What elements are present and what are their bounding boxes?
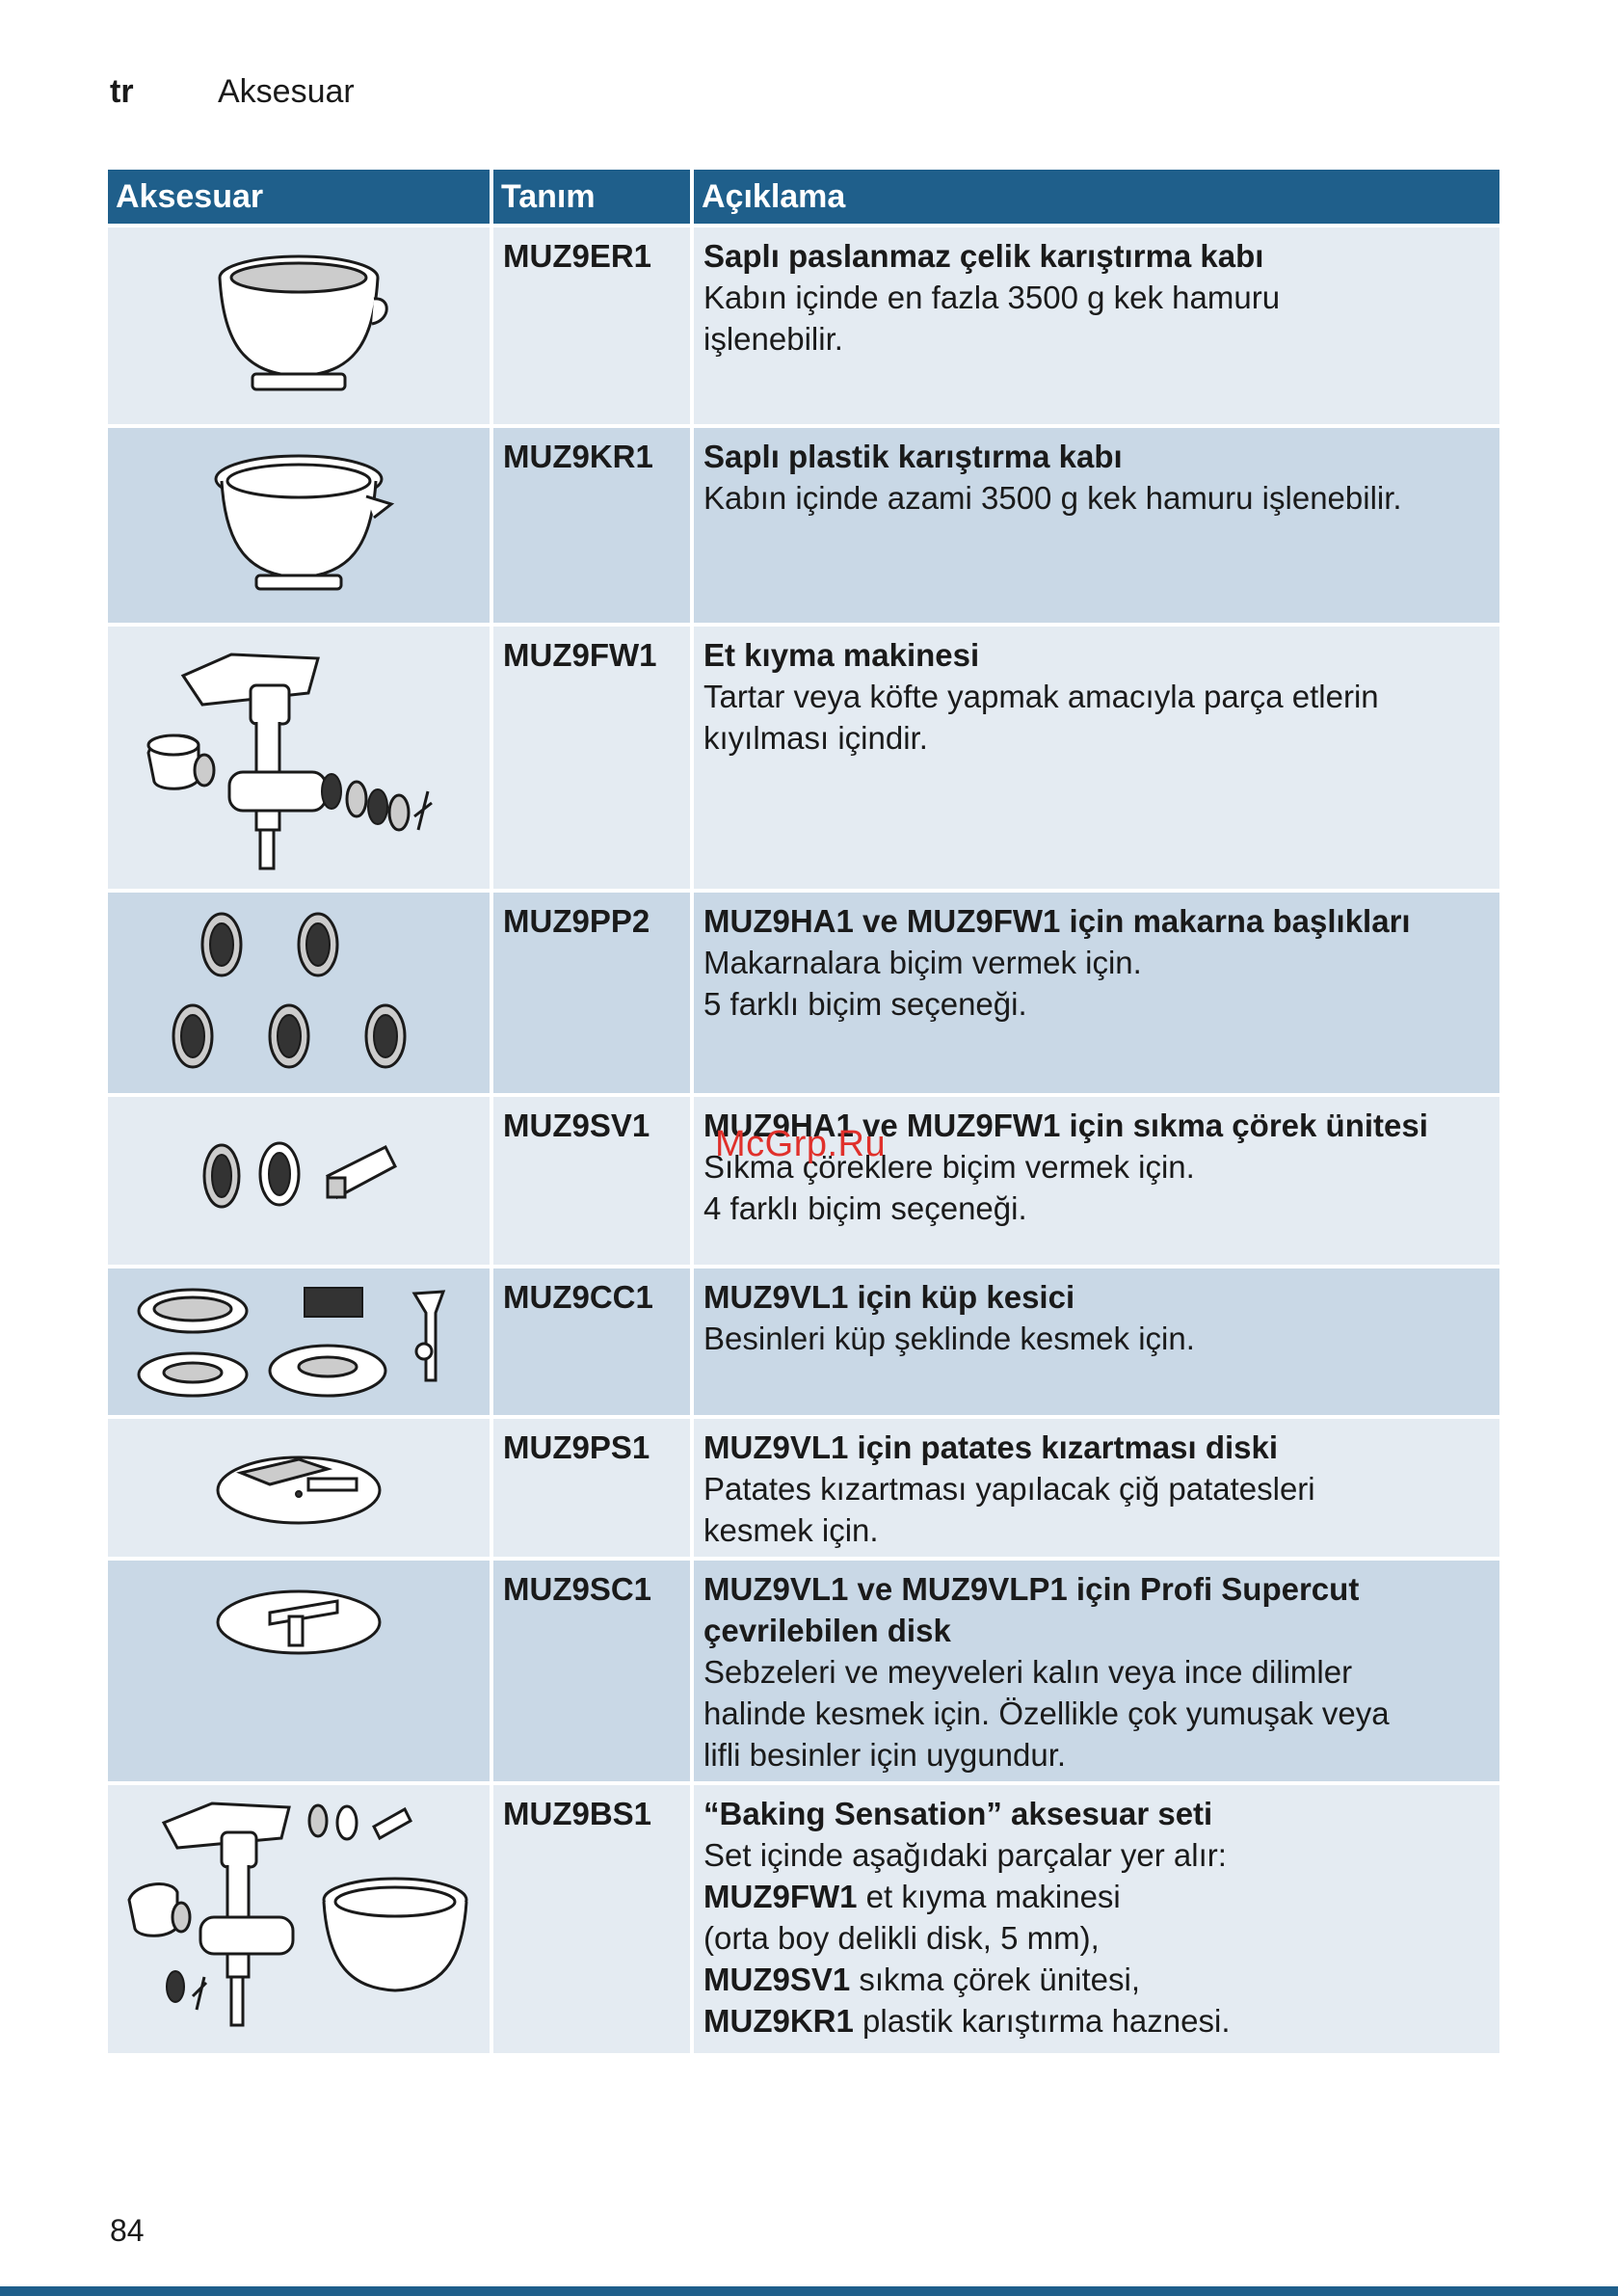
table-row: MUZ9ER1 Saplı paslanmaz çelik karıştırma… [108,227,1499,424]
accessory-image [108,227,490,424]
set-item-text: sıkma çörek ünitesi, [850,1962,1140,1997]
product-code: MUZ9PP2 [493,893,690,1093]
accessory-image [108,1419,490,1557]
steel-bowl-icon [218,254,388,391]
table-row: MUZ9BS1 “Baking Sensation” aksesuar seti… [108,1785,1499,2053]
supercut-disc-icon [216,1589,382,1655]
product-title: MUZ9VL1 ve MUZ9VLP1 için Profi Supercut … [703,1571,1360,1648]
table-row: MUZ9PS1 MUZ9VL1 için patates kızartması … [108,1419,1499,1557]
pasta-discs-icon [172,912,407,1069]
description-cell: MUZ9VL1 ve MUZ9VLP1 için Profi Supercut … [694,1561,1499,1781]
product-title: MUZ9HA1 ve MUZ9FW1 için sıkma çörek ünit… [703,1108,1428,1143]
product-title: “Baking Sensation” aksesuar seti [703,1796,1213,1831]
product-code: MUZ9KR1 [493,428,690,623]
set-item-code: MUZ9KR1 [703,2003,854,2039]
table-row: MUZ9KR1 Saplı plastik karıştırma kabı Ka… [108,428,1499,623]
description-line: Sıkma çöreklere biçim vermek için. [703,1149,1195,1185]
product-code: MUZ9SV1 [493,1097,690,1265]
set-item-text: plastik karıştırma haznesi. [853,2003,1231,2039]
page-number: 84 [110,2213,145,2248]
product-title: MUZ9VL1 için patates kızartması diski [703,1429,1279,1465]
column-header-name: Tanım [493,170,690,224]
product-title: MUZ9HA1 ve MUZ9FW1 için makarna başlıkla… [703,903,1411,939]
table-row: MUZ9FW1 Et kıyma makinesi Tartar veya kö… [108,627,1499,889]
product-title: Saplı plastik karıştırma kabı [703,439,1123,474]
product-title: Et kıyma makinesi [703,637,980,673]
table-row: MUZ9CC1 MUZ9VL1 için küp kesici Besinler… [108,1268,1499,1415]
description-line: Set içinde aşağıdaki parçalar yer alır: [703,1837,1227,1873]
description-cell: Saplı plastik karıştırma kabı Kabın için… [694,428,1499,623]
product-code: MUZ9SC1 [493,1561,690,1781]
description-line: Makarnalara biçim vermek için. [703,945,1142,980]
plastic-bowl-icon [214,454,395,591]
page-header: tr Aksesuar [110,73,355,111]
description-cell: “Baking Sensation” aksesuar seti Set içi… [694,1785,1499,2053]
fries-disc-icon [216,1455,382,1524]
description-line: halinde kesmek için. Özellikle çok yumuş… [703,1695,1390,1731]
product-code: MUZ9PS1 [493,1419,690,1557]
cookie-press-icon [202,1141,397,1209]
product-code: MUZ9CC1 [493,1268,690,1415]
meat-grinder-icon [146,653,433,870]
description-line: Patates kızartması yapılacak çiğ patates… [703,1471,1315,1507]
description-line: kıyılması içindir. [703,720,928,756]
description-line: Sebzeleri ve meyveleri kalın veya ince d… [703,1654,1353,1690]
watermark: McGrp.Ru [715,1124,887,1164]
description-line: Besinleri küp şeklinde kesmek için. [703,1321,1195,1356]
set-item-text: (orta boy delikli disk, 5 mm), [703,1920,1100,1956]
baking-set-icon [127,1802,468,2027]
description-line: kesmek için. [703,1512,879,1548]
description-line: Kabın içinde azami 3500 g kek hamuru işl… [703,480,1402,516]
section-title: Aksesuar [218,73,355,110]
table-row: MUZ9SV1 MUZ9HA1 ve MUZ9FW1 için sıkma çö… [108,1097,1499,1265]
description-cell: MUZ9VL1 için küp kesici Besinleri küp şe… [694,1268,1499,1415]
set-item: MUZ9SV1 sıkma çörek ünitesi, [703,1959,1490,2000]
product-title: Saplı paslanmaz çelik karıştırma kabı [703,238,1264,274]
bottom-rule [0,2286,1618,2296]
description-line: işlenebilir. [703,321,843,357]
description-line: 4 farklı biçim seçeneği. [703,1190,1027,1226]
accessory-image [108,627,490,889]
product-code: MUZ9FW1 [493,627,690,889]
description-cell: Et kıyma makinesi Tartar veya köfte yapm… [694,627,1499,889]
description-line: Tartar veya köfte yapmak amacıyla parça … [703,679,1379,714]
accessory-image [108,1561,490,1781]
description-line: lifli besinler için uygundur. [703,1737,1067,1773]
set-item-code: MUZ9SV1 [703,1962,851,1997]
set-item: MUZ9FW1 et kıyma makinesi [703,1876,1490,1917]
set-item-text: et kıyma makinesi [857,1879,1121,1914]
set-item: (orta boy delikli disk, 5 mm), [703,1917,1490,1959]
set-item-code: MUZ9FW1 [703,1879,858,1914]
description-line: 5 farklı biçim seçeneği. [703,986,1027,1022]
set-item: MUZ9KR1 plastik karıştırma haznesi. [703,2000,1490,2042]
accessory-image [108,428,490,623]
product-title: MUZ9VL1 için küp kesici [703,1279,1075,1315]
language-code: tr [110,73,134,110]
accessory-table: Aksesuar Tanım Açıklama MUZ9ER1 Saplı pa… [104,166,1503,2057]
description-cell: Saplı paslanmaz çelik karıştırma kabı Ka… [694,227,1499,424]
column-header-description: Açıklama [694,170,1499,224]
column-header-accessory: Aksesuar [108,170,490,224]
description-line: Kabın içinde en fazla 3500 g kek hamuru [703,280,1281,315]
table-row: MUZ9PP2 MUZ9HA1 ve MUZ9FW1 için makarna … [108,893,1499,1093]
accessory-image [108,1097,490,1265]
product-code: MUZ9ER1 [493,227,690,424]
accessory-image [108,1785,490,2053]
dicer-icon [137,1287,446,1398]
accessory-image [108,1268,490,1415]
table-row: MUZ9SC1 MUZ9VL1 ve MUZ9VLP1 için Profi S… [108,1561,1499,1781]
product-code: MUZ9BS1 [493,1785,690,2053]
accessory-image [108,893,490,1093]
description-cell: MUZ9HA1 ve MUZ9FW1 için makarna başlıkla… [694,893,1499,1093]
description-cell: MUZ9HA1 ve MUZ9FW1 için sıkma çörek ünit… [694,1097,1499,1265]
description-cell: MUZ9VL1 için patates kızartması diski Pa… [694,1419,1499,1557]
